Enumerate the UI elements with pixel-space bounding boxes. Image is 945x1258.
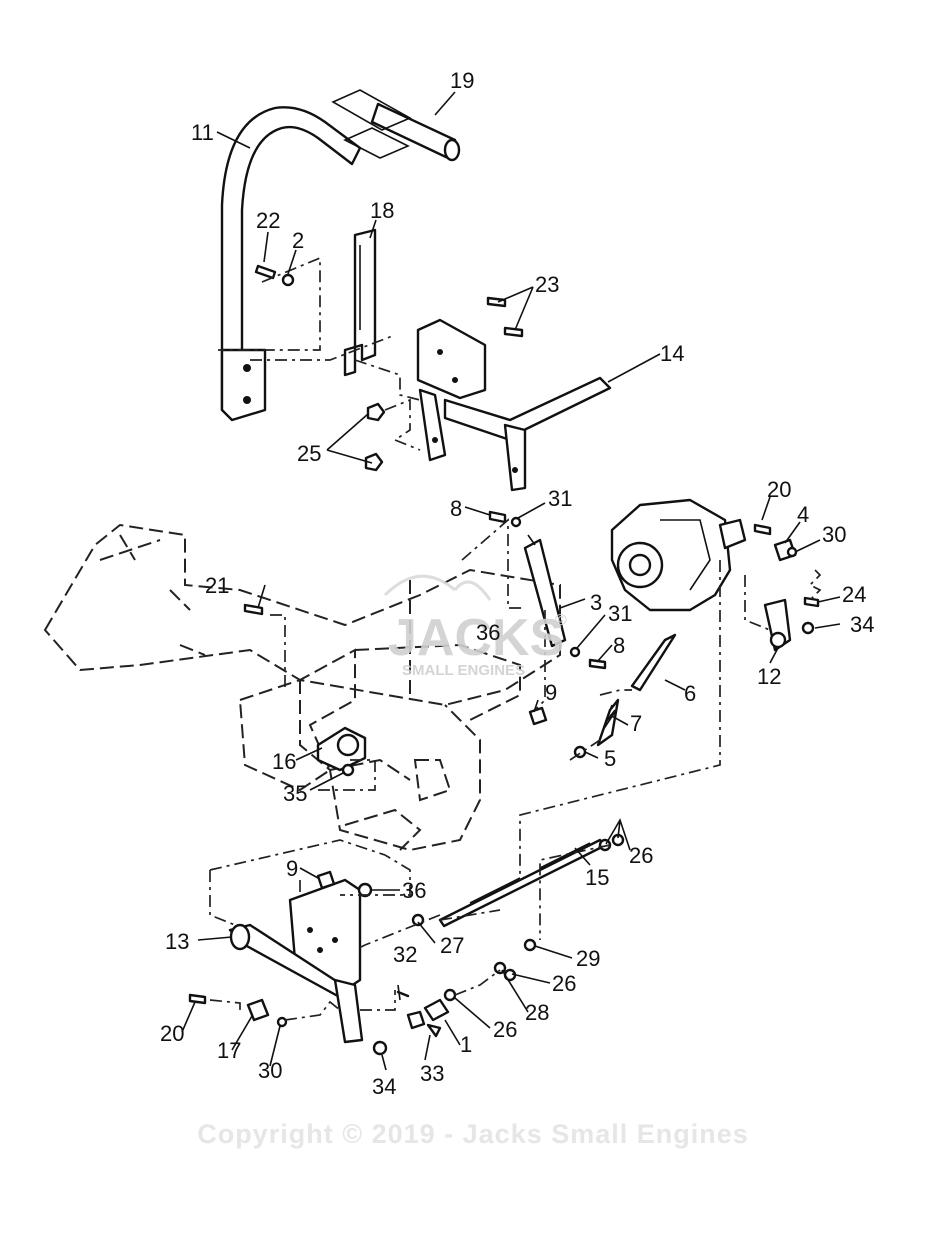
callout-31a: 31	[548, 486, 572, 511]
callout-18: 18	[370, 198, 394, 223]
callout-26c: 26	[493, 1017, 517, 1042]
callout-36a: 36	[476, 620, 500, 645]
watermark-logo: JACKS SMALL ENGINES ©	[383, 574, 567, 679]
callout-6: 6	[684, 681, 696, 706]
side-plate	[238, 643, 521, 792]
copyright-watermark: Copyright © 2019 - Jacks Small Engines	[197, 1119, 749, 1149]
callout-11: 11	[191, 120, 214, 145]
callout-20b: 20	[160, 1021, 184, 1046]
phantom-lines	[209, 256, 822, 1021]
callout-36b: 36	[402, 878, 426, 903]
callout-12: 12	[757, 664, 781, 689]
leader-lines	[181, 91, 841, 1071]
callout-27: 27	[440, 933, 464, 958]
callout-3: 3	[590, 590, 602, 615]
callout-14: 14	[660, 341, 684, 366]
callout-20a: 20	[767, 477, 791, 502]
handle-bar	[220, 106, 362, 422]
callout-1: 1	[460, 1032, 472, 1057]
frame-phantom	[43, 523, 561, 852]
hardware	[188, 264, 820, 1056]
callout-17: 17	[217, 1038, 241, 1063]
callout-22: 22	[256, 208, 280, 233]
callouts: 1 2 3 4 5 6 7 8 8 9 9 11 12 13 14 15 16 …	[160, 68, 874, 1099]
lower-bracket	[228, 878, 364, 1044]
callout-30b: 30	[258, 1058, 282, 1083]
callout-34a: 34	[850, 612, 874, 637]
callout-21: 21	[205, 573, 229, 598]
callout-15: 15	[585, 865, 609, 890]
callout-31b: 31	[608, 601, 632, 626]
callout-4: 4	[797, 502, 809, 527]
pump-arm	[763, 598, 792, 652]
callout-24: 24	[842, 582, 866, 607]
callout-8b: 8	[613, 633, 625, 658]
grip	[331, 89, 461, 162]
callout-32: 32	[393, 942, 417, 967]
callout-2: 2	[292, 228, 304, 253]
callout-9b: 9	[286, 856, 298, 881]
callout-28: 28	[525, 1000, 549, 1025]
watermark-tagline: SMALL ENGINES	[402, 662, 525, 679]
callout-19: 19	[450, 68, 474, 93]
callout-30a: 30	[822, 522, 846, 547]
callout-8a: 8	[450, 496, 462, 521]
damper	[523, 534, 567, 648]
control-bracket	[416, 318, 612, 492]
callout-5: 5	[604, 746, 616, 771]
callout-13: 13	[165, 929, 189, 954]
callout-29: 29	[576, 946, 600, 971]
callout-26b: 26	[552, 971, 576, 996]
hydro-pump	[610, 498, 747, 612]
spring-assembly	[596, 633, 677, 747]
link-bar	[343, 228, 377, 377]
callout-33: 33	[420, 1061, 444, 1086]
callout-26a: 26	[629, 843, 653, 868]
watermark-brand: JACKS	[388, 609, 564, 667]
callout-7: 7	[630, 711, 642, 736]
callout-34b: 34	[372, 1074, 396, 1099]
callout-35: 35	[283, 781, 307, 806]
callout-23: 23	[535, 272, 559, 297]
callout-16: 16	[272, 749, 296, 774]
callout-25: 25	[297, 441, 321, 466]
callout-9a: 9	[545, 680, 557, 705]
watermark-symbol: ©	[555, 612, 567, 629]
